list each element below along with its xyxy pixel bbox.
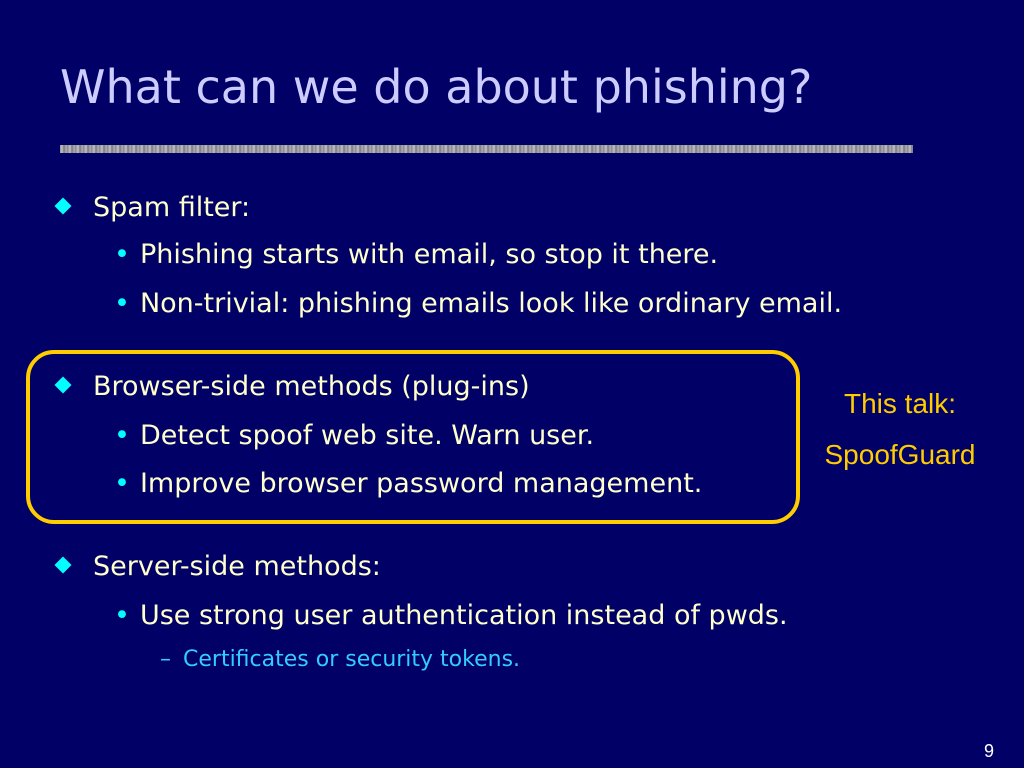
sub-bullet-text: Detect spoof web site. Warn user. bbox=[139, 420, 595, 451]
bullet-spam-filter: Spam filter: bbox=[54, 192, 251, 223]
sub-sub-bullet: –Certificates or security tokens. bbox=[160, 649, 520, 671]
bullet-server-side-methods: Server-side methods: bbox=[54, 551, 381, 582]
bullet-text: Browser-side methods (plug-ins) bbox=[93, 371, 530, 402]
sub-bullet-text: Use strong user authentication instead o… bbox=[139, 600, 788, 631]
diamond-bullet-icon bbox=[54, 556, 72, 574]
dot-bullet-icon: • bbox=[114, 420, 130, 451]
sub-bullet: • Non-trivial: phishing emails look like … bbox=[114, 290, 842, 317]
diamond-bullet-icon bbox=[54, 197, 72, 215]
page-number: 9 bbox=[984, 741, 995, 761]
dash-bullet-icon: – bbox=[160, 647, 171, 672]
slide-title: What can we do about phishing? bbox=[60, 60, 813, 114]
dot-bullet-icon: • bbox=[114, 239, 130, 270]
dot-bullet-icon: • bbox=[114, 468, 130, 499]
sub-bullet-text: Improve browser password management. bbox=[139, 468, 703, 499]
dot-bullet-icon: • bbox=[114, 600, 130, 631]
side-note-name: SpoofGuard bbox=[824, 439, 976, 470]
bullet-text: Spam filter: bbox=[93, 192, 251, 223]
sub-sub-bullet-text: Certificates or security tokens. bbox=[183, 647, 521, 672]
bullet-text: Server-side methods: bbox=[93, 551, 381, 582]
sub-bullet: • Improve browser password management. bbox=[114, 470, 702, 497]
diamond-bullet-icon bbox=[54, 376, 72, 394]
sub-bullet: • Use strong user authentication instead … bbox=[114, 602, 788, 629]
highlight-box bbox=[26, 350, 800, 524]
title-divider bbox=[60, 145, 913, 153]
sub-bullet: • Detect spoof web site. Warn user. bbox=[114, 422, 594, 449]
side-note-label: This talk: bbox=[843, 388, 957, 419]
bullet-browser-side-methods: Browser-side methods (plug-ins) bbox=[54, 371, 530, 402]
sub-bullet: • Phishing starts with email, so stop it … bbox=[114, 241, 718, 268]
dot-bullet-icon: • bbox=[114, 288, 130, 319]
sub-bullet-text: Non-trivial: phishing emails look like o… bbox=[139, 288, 843, 319]
sub-bullet-text: Phishing starts with email, so stop it t… bbox=[139, 239, 719, 270]
